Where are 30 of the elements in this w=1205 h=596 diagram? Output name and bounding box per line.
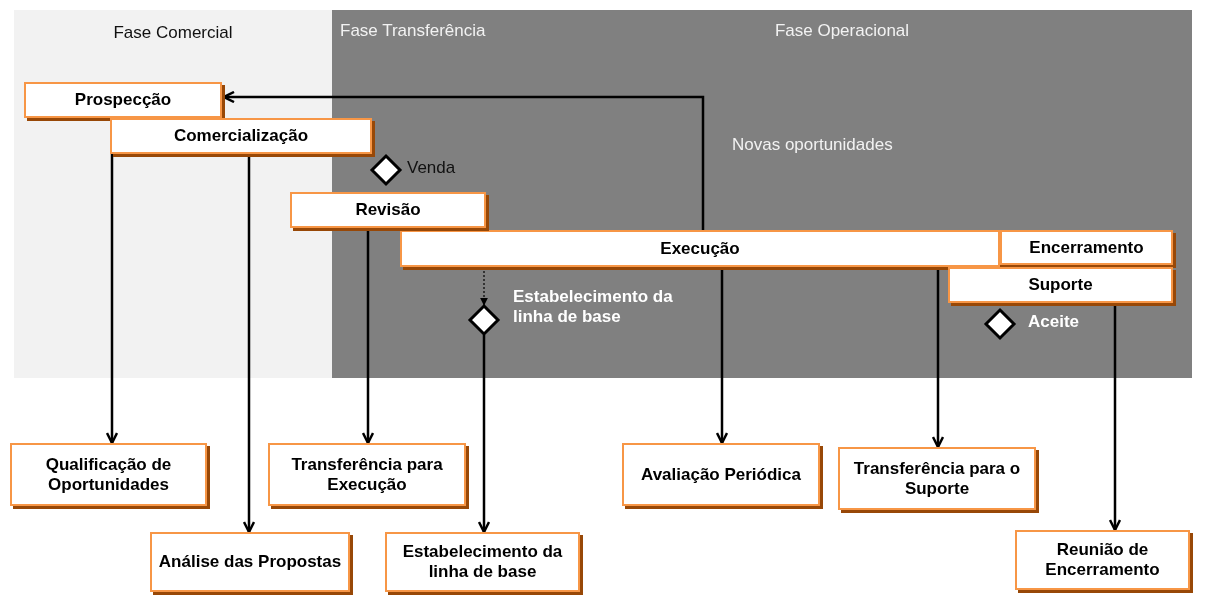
milestone-label: Venda <box>407 158 456 178</box>
activity-box: Transferência para o Suporte <box>838 447 1036 510</box>
arrow <box>715 267 729 445</box>
arrow <box>105 154 119 445</box>
phase-title: Fase Operacional <box>773 20 911 41</box>
activity-box: Estabelecimento da linha de base <box>385 532 580 592</box>
arrow <box>242 154 256 534</box>
note-text: Novas oportunidades <box>732 135 893 155</box>
activity-box: Execução <box>400 230 1000 267</box>
activity-box: Suporte <box>948 267 1173 303</box>
arrow <box>931 267 945 449</box>
arrow <box>222 90 705 230</box>
activity-box: Comercialização <box>110 118 372 154</box>
milestone-label: Aceite <box>1028 312 1080 332</box>
activity-box: Análise das Propostas <box>150 532 350 592</box>
arrow <box>361 228 375 445</box>
phase-title: Fase Comercial <box>112 22 234 43</box>
arrow <box>477 335 491 534</box>
activity-box: Reunião de Encerramento <box>1015 530 1190 590</box>
phase-title: Fase Transferência <box>340 20 487 41</box>
activity-box: Prospecção <box>24 82 222 118</box>
phase-band <box>14 10 332 378</box>
activity-box: Transferência para Execução <box>268 443 466 506</box>
milestone-label: Estabelecimento da linha de base <box>513 287 674 327</box>
arrow <box>1108 303 1122 532</box>
activity-box: Revisão <box>290 192 486 228</box>
activity-box: Avaliação Periódica <box>622 443 820 506</box>
phase-band <box>332 10 1192 378</box>
activity-box: Qualificação de Oportunidades <box>10 443 207 506</box>
activity-box: Encerramento <box>1000 230 1173 265</box>
